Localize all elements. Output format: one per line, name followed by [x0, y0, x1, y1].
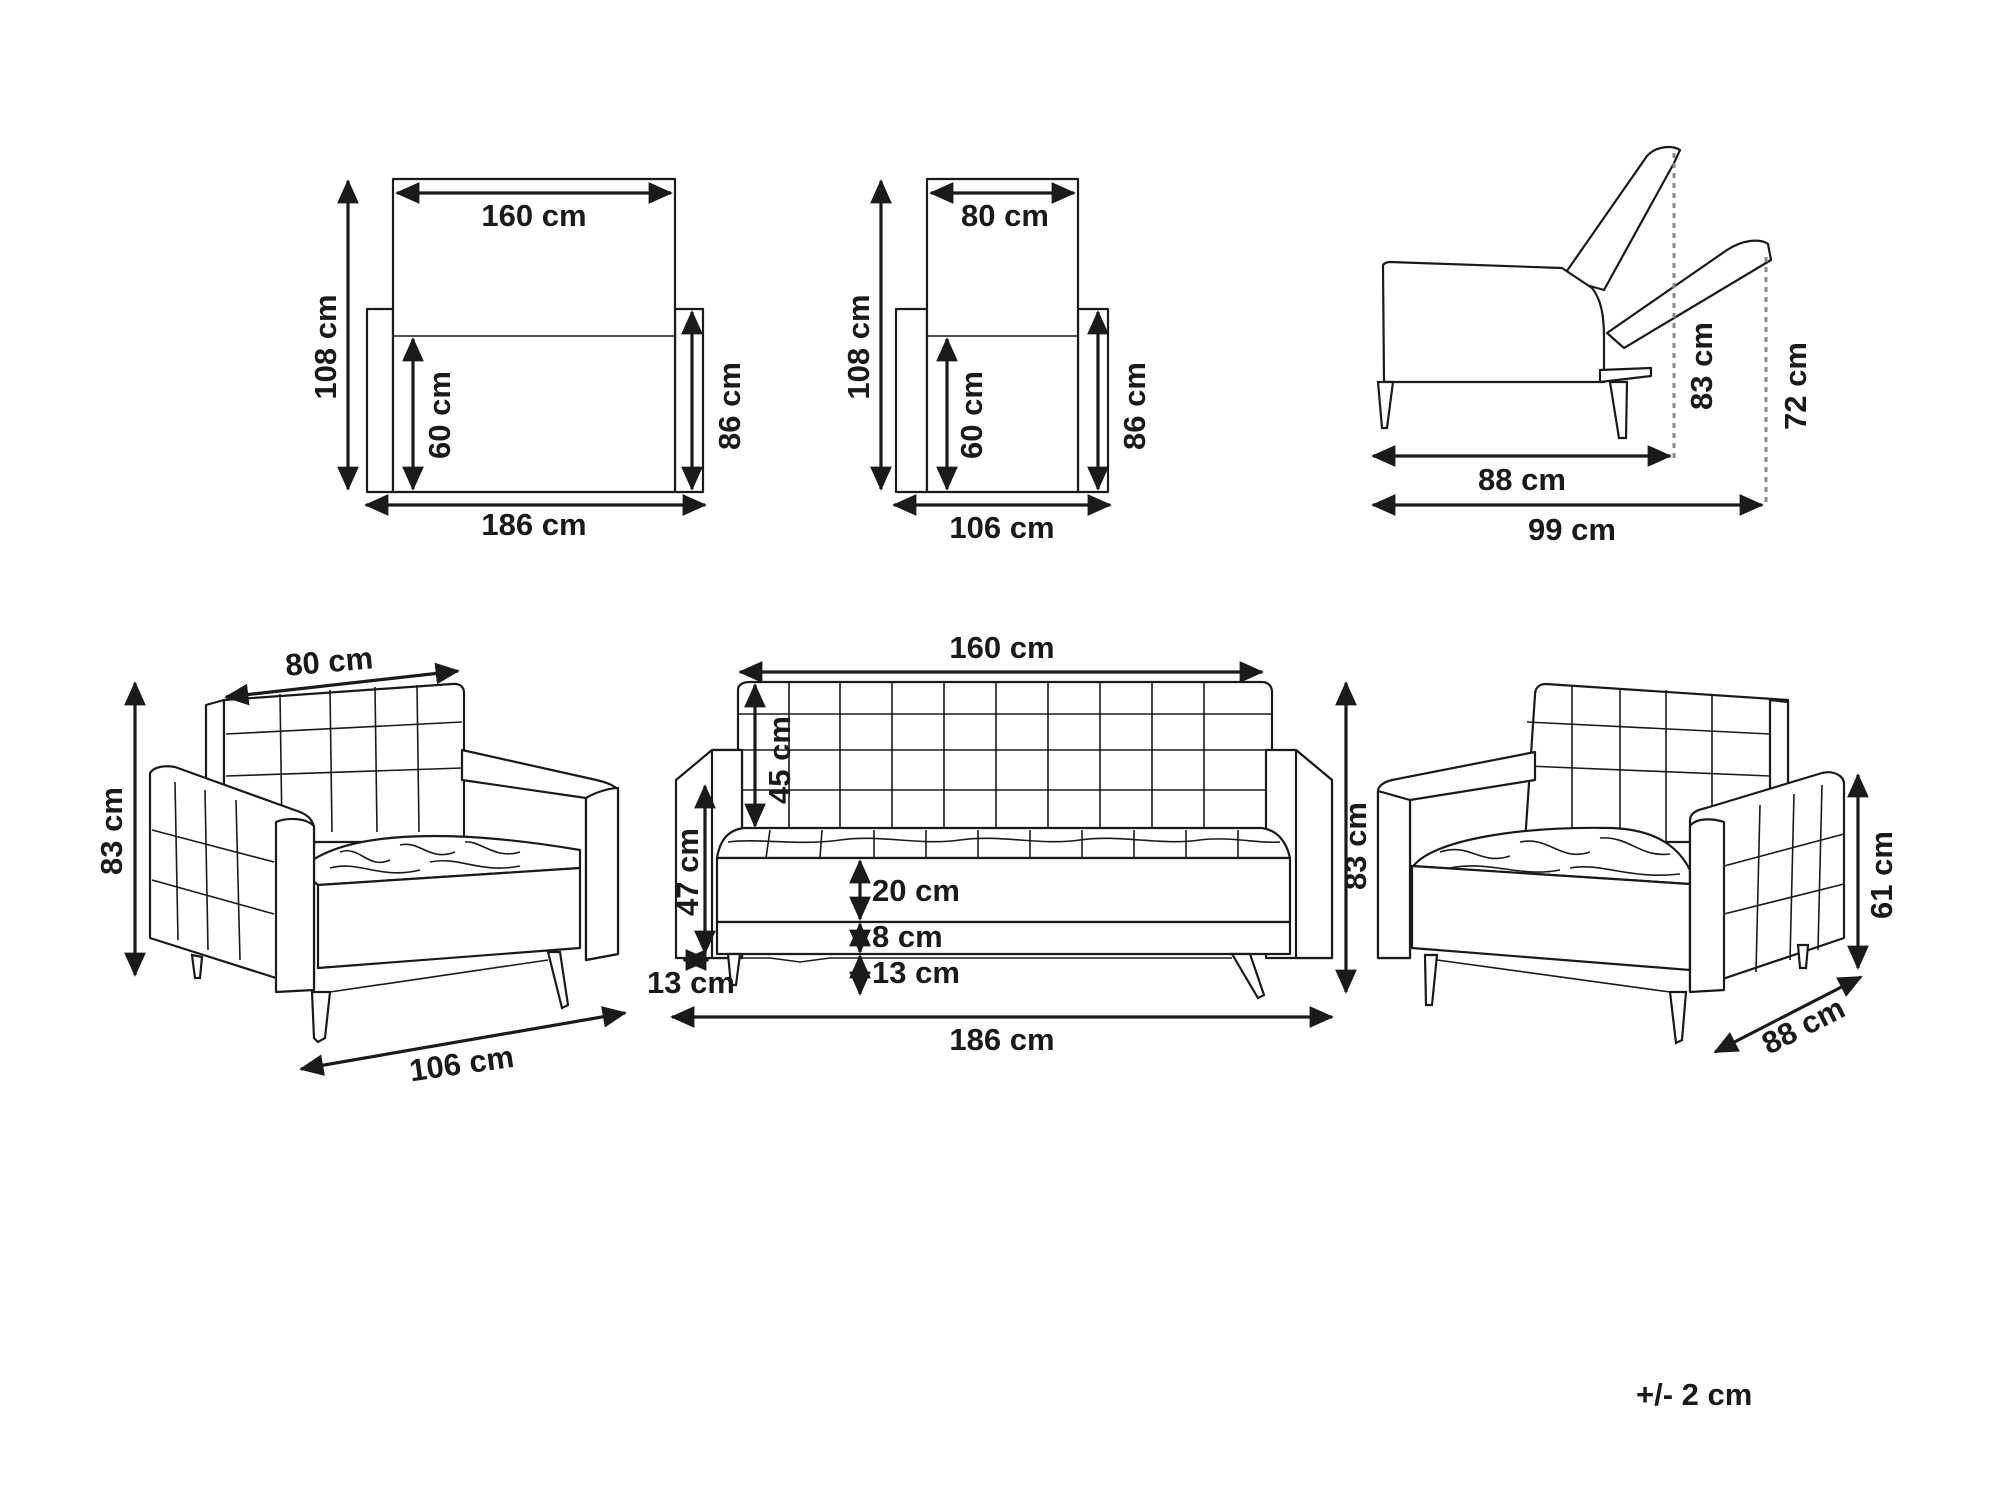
- chair-right-depth-label: 88 cm: [1756, 990, 1850, 1061]
- sofa-front-arm-height-label: 47 cm: [670, 828, 705, 916]
- sofa-front-leg-label: 13 cm: [872, 955, 960, 990]
- tolerance-note: +/- 2 cm: [1636, 1377, 1752, 1412]
- recline-height-back-label: 83 cm: [1684, 322, 1719, 410]
- sofa-top-width-label: 160 cm: [481, 198, 586, 233]
- recline-side-view: [1371, 145, 1773, 516]
- sofa-front-back-height-label: 45 cm: [762, 716, 797, 804]
- armchair-left-view: [124, 662, 627, 1076]
- chair-top-total-width-label: 106 cm: [949, 510, 1054, 545]
- chair-top-arm-depth-label: 86 cm: [1117, 362, 1152, 450]
- sofa-front-base-label: 8 cm: [872, 919, 943, 954]
- armchair-right-view: [1376, 682, 1869, 1054]
- sofa-top-depth-label: 108 cm: [308, 294, 343, 399]
- sofa-top-view: [337, 177, 707, 516]
- chair-right-arm-height-label: 61 cm: [1864, 831, 1899, 919]
- sofa-front-cushion-label: 20 cm: [872, 873, 960, 908]
- chair-left-back-width-label: 80 cm: [284, 640, 375, 683]
- sofa-top-total-width-label: 186 cm: [481, 507, 586, 542]
- recline-total-depth-label: 99 cm: [1528, 512, 1616, 547]
- sofa-front-total-width-label: 186 cm: [949, 1022, 1054, 1057]
- sofa-front-view: [670, 661, 1357, 1028]
- chair-top-width-label: 80 cm: [961, 198, 1049, 233]
- sofa-top-seat-depth-label: 60 cm: [422, 371, 457, 459]
- chair-top-seat-depth-label: 60 cm: [954, 371, 989, 459]
- sofa-front-height-label: 83 cm: [1338, 802, 1373, 890]
- chair-left-height-label: 83 cm: [94, 787, 129, 875]
- chair-top-view: [870, 177, 1112, 516]
- chair-top-depth-label: 108 cm: [841, 294, 876, 399]
- sofa-front-arm-width-label: 13 cm: [647, 965, 735, 1000]
- recline-depth-label: 88 cm: [1478, 462, 1566, 497]
- sofa-top-arm-depth-label: 86 cm: [712, 362, 747, 450]
- sofa-front-width-label: 160 cm: [949, 630, 1054, 665]
- recline-height-bed-label: 72 cm: [1778, 342, 1813, 430]
